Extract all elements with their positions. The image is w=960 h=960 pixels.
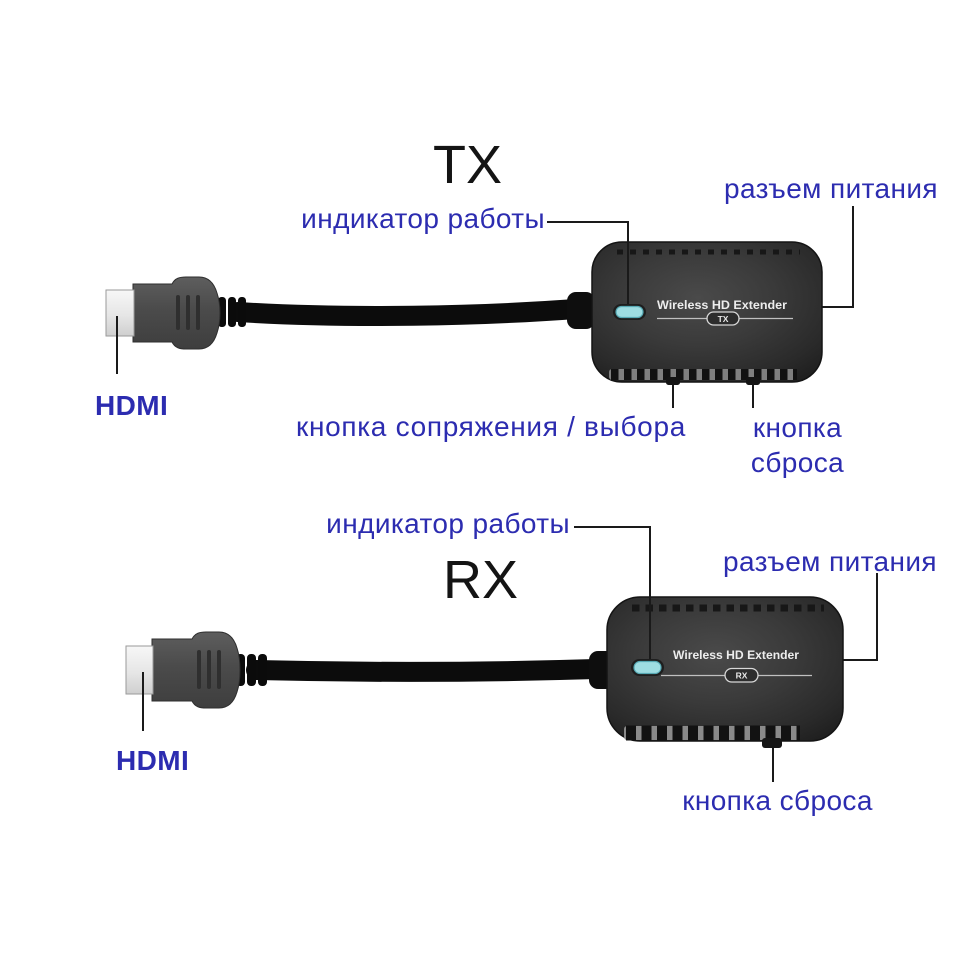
rx-reset-button xyxy=(762,738,782,748)
tx-hdmi-label: HDMI xyxy=(95,390,169,421)
tx-strain-rib xyxy=(228,297,236,327)
rx-badge-text: RX xyxy=(736,671,748,681)
rx-power-label: разъем питания xyxy=(723,546,937,577)
tx-cable xyxy=(228,299,586,326)
rx-hdmi-plug-body xyxy=(151,631,241,709)
tx-strain-rib xyxy=(238,297,246,327)
tx-reset-label-line1: кнопка xyxy=(752,412,843,443)
tx-power-callout-line xyxy=(821,206,854,308)
rx-indicator-callout-line xyxy=(574,526,651,663)
rx-strain-rib xyxy=(258,654,267,686)
tx-device-text: Wireless HD Extender xyxy=(657,300,788,312)
tx-hdmi-plug-tip xyxy=(105,289,135,337)
tx-title: TX xyxy=(432,135,502,195)
tx-badge-text: TX xyxy=(718,314,729,324)
tx-indicator-label: индикатор работы xyxy=(301,203,545,234)
tx-pairing-button xyxy=(666,377,680,385)
rx-indicator-label: индикатор работы xyxy=(326,508,570,539)
rx-reset-label: кнопка сброса xyxy=(682,785,873,816)
tx-badge-pill xyxy=(706,311,740,326)
rx-device-text: Wireless HD Extender xyxy=(673,650,800,662)
rx-power-callout-line xyxy=(841,573,878,661)
tx-reset-label: кнопка сброса xyxy=(730,410,865,480)
rx-led-indicator xyxy=(633,660,662,675)
rx-strain-rib xyxy=(247,654,256,686)
rx-cable xyxy=(246,659,606,682)
tx-device-body xyxy=(591,241,823,383)
tx-indicator-callout-line xyxy=(547,221,629,307)
tx-reset-label-line2: сброса xyxy=(750,447,845,478)
tx-led-indicator xyxy=(615,305,644,319)
rx-unit: Wireless HD Extender RX xyxy=(125,526,878,782)
rx-title: RX xyxy=(442,550,518,610)
tx-power-label: разъем питания xyxy=(724,173,938,204)
tx-reset-button xyxy=(746,377,760,385)
tx-pairing-label: кнопка сопряжения / выбора xyxy=(296,411,686,442)
tx-cable-collar xyxy=(567,292,595,329)
rx-badge-pill xyxy=(724,667,759,683)
rx-hdmi-label: HDMI xyxy=(116,745,190,776)
tx-unit: Wireless HD Extender TX xyxy=(105,206,854,408)
rx-hdmi-plug-tip xyxy=(125,645,154,695)
rx-device-body xyxy=(606,596,844,742)
